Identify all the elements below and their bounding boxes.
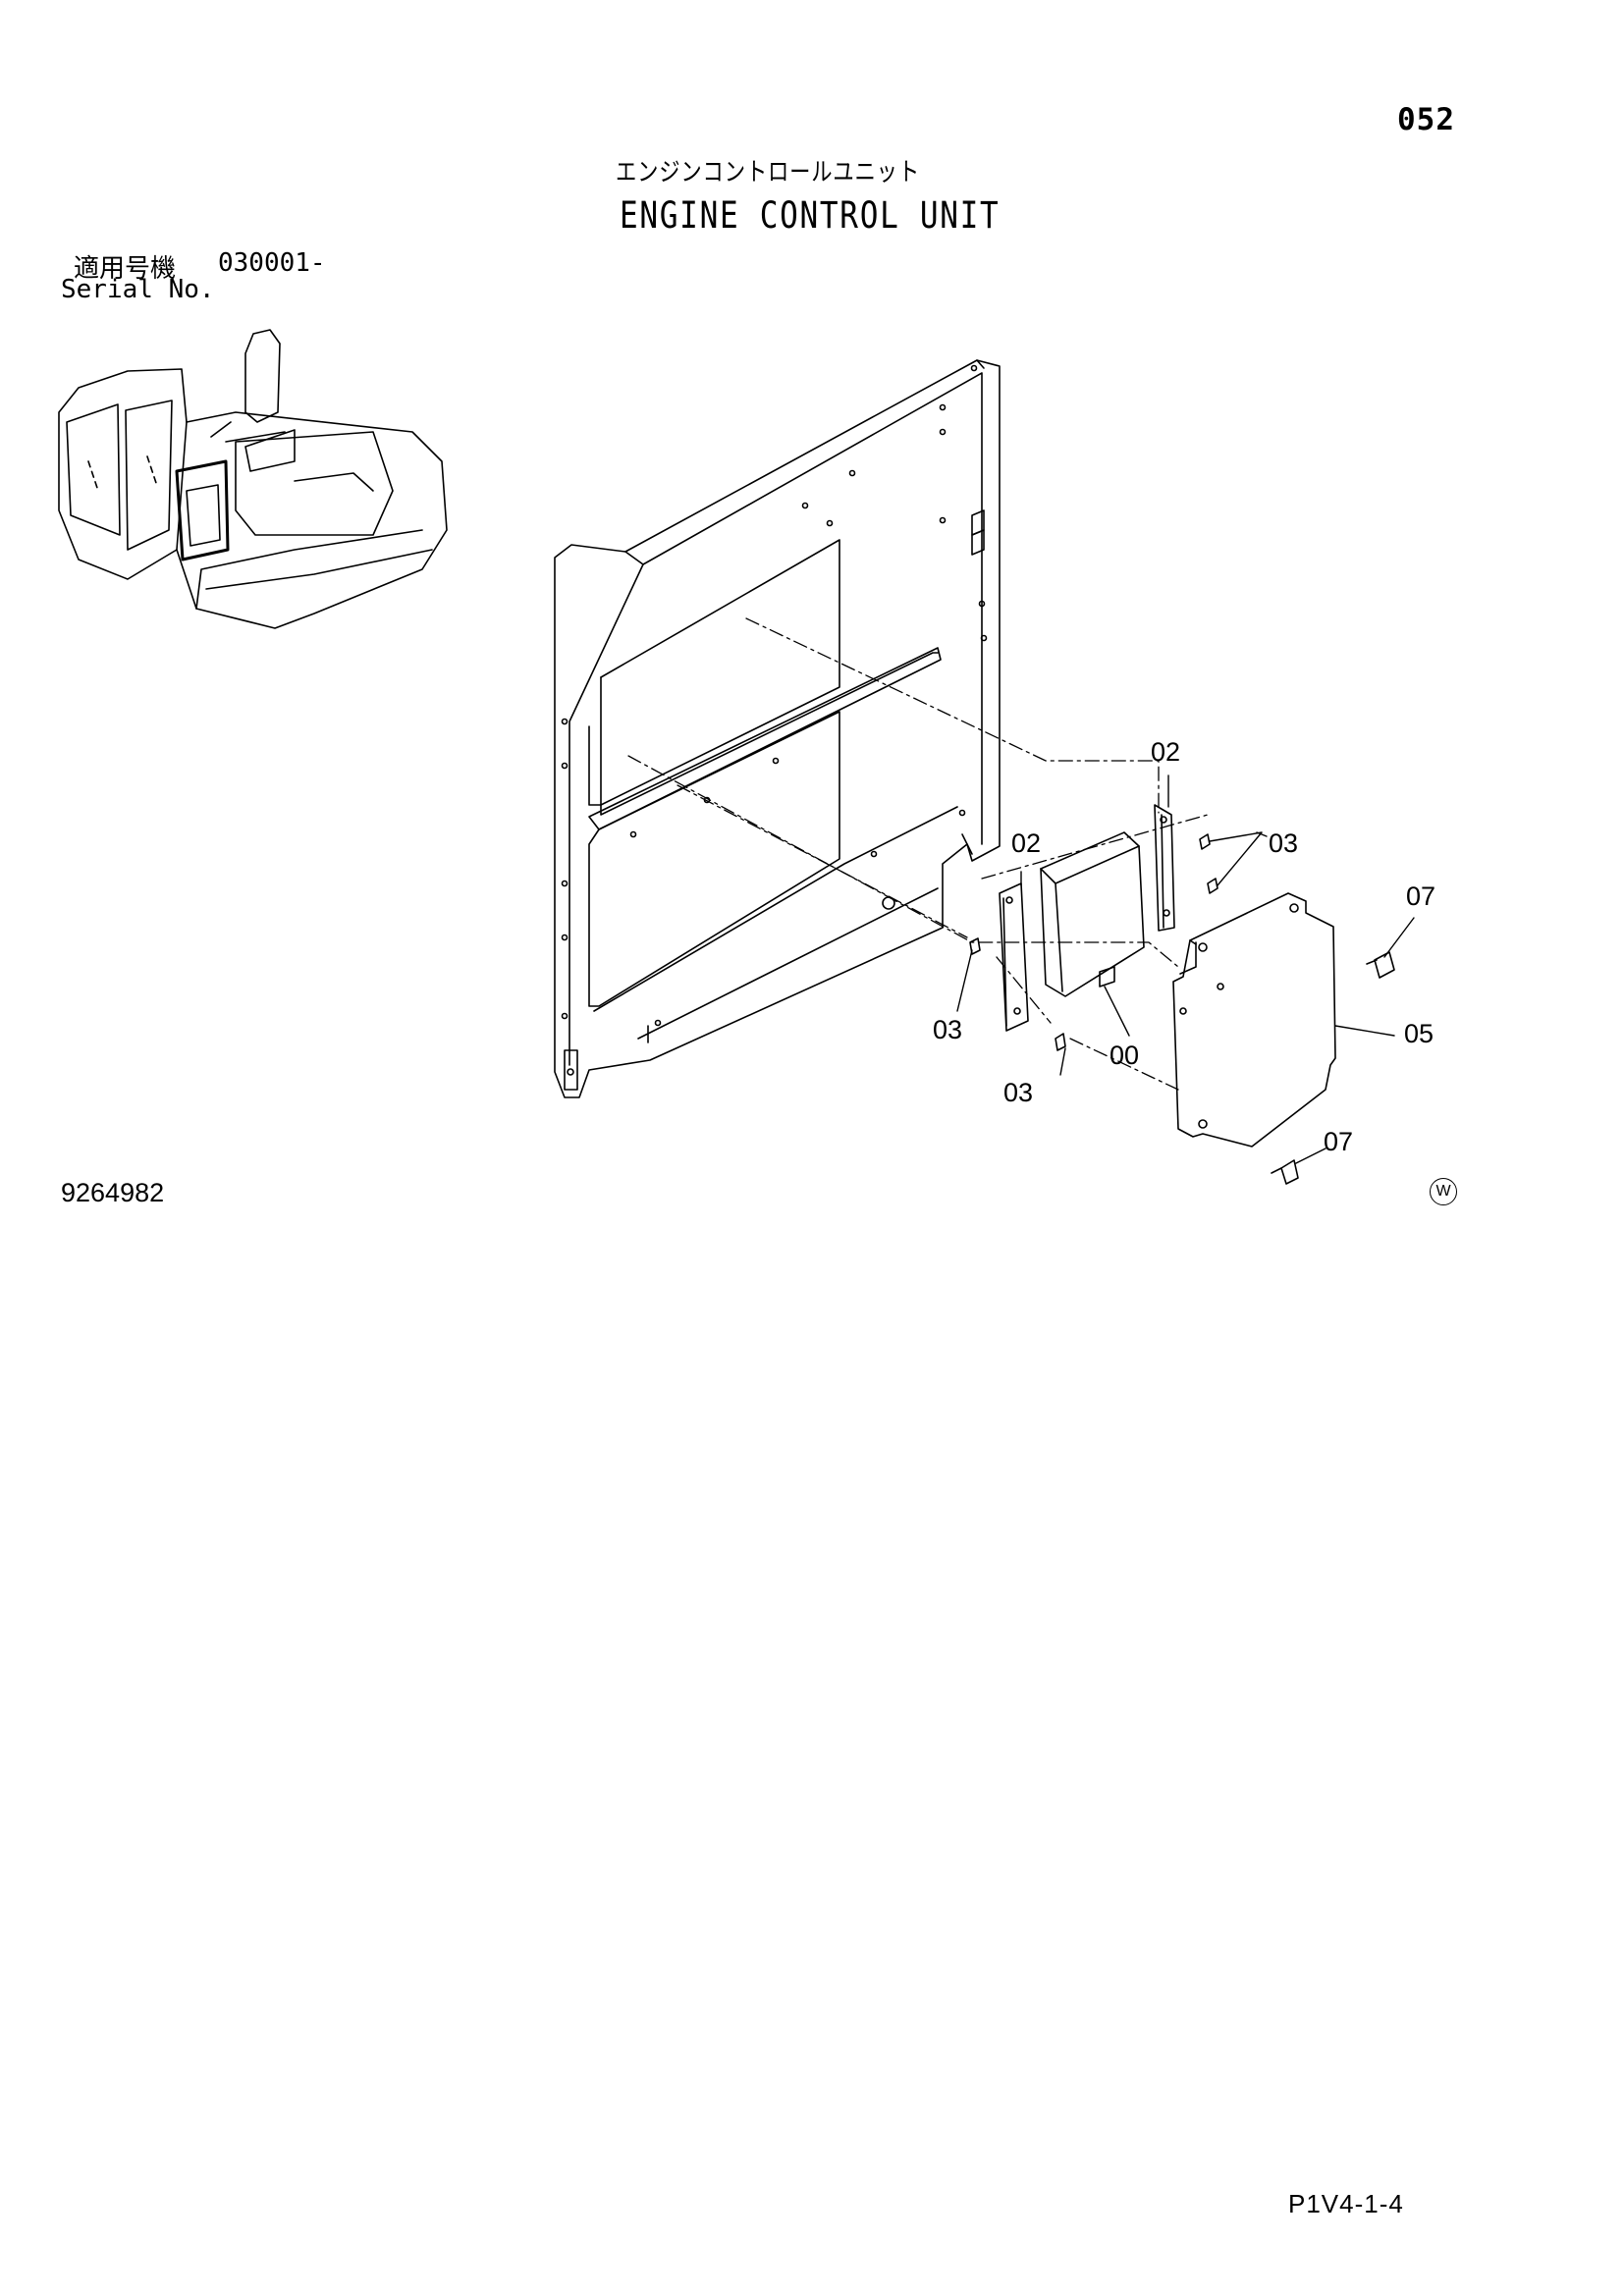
serial-label-japanese: 適用号機: [74, 254, 177, 284]
engine-control-unit-00: [1040, 831, 1145, 997]
part-label-02-right: 02: [1151, 737, 1180, 767]
part-label-00: 00: [1110, 1041, 1139, 1070]
assembly-lines: [627, 617, 1209, 1091]
w-mark: W: [1430, 1178, 1457, 1205]
excavator-location-sketch: [58, 329, 448, 629]
bolts-07: [1271, 951, 1395, 1185]
cover-05: [1172, 892, 1336, 1148]
title-english: ENGINE CONTROL UNIT: [620, 194, 1001, 237]
screws-03: [969, 833, 1218, 1051]
part-label-03-bottom: 03: [1003, 1078, 1033, 1107]
part-label-03-left: 03: [933, 1015, 962, 1044]
part-label-07-bottom: 07: [1324, 1127, 1353, 1156]
leader-lines: [956, 774, 1415, 1164]
part-label-07-top: 07: [1406, 881, 1435, 911]
figure-number: 9264982: [61, 1178, 165, 1207]
bracket-02-right: [1154, 804, 1175, 932]
serial-value: 030001-: [218, 248, 326, 278]
page-number: 052: [1397, 102, 1455, 137]
mounting-panel: [554, 359, 1001, 1098]
bracket-02-left: [999, 882, 1029, 1032]
footer-code: P1V4-1-4: [1288, 2189, 1404, 2218]
part-label-02-left: 02: [1011, 828, 1041, 858]
title-japanese: エンジンコントロールユニット: [616, 158, 920, 187]
part-label-03-right: 03: [1269, 828, 1298, 858]
part-label-05: 05: [1404, 1019, 1434, 1048]
serial-label-english: Serial No.: [61, 275, 215, 304]
